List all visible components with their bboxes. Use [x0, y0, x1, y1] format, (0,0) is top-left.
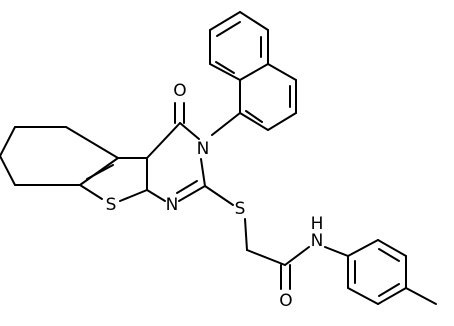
- atom-label-nitrogen: N: [197, 139, 210, 159]
- atom-label-nitrogen: N: [311, 231, 324, 251]
- bond: [65, 126, 119, 159]
- bond: [204, 185, 234, 206]
- atom-label-hydrogen: H: [311, 214, 324, 234]
- bond: [209, 63, 241, 81]
- atom-label-oxygen: O: [173, 81, 186, 101]
- bond: [0, 155, 16, 186]
- bond: [347, 239, 379, 257]
- bond: [377, 239, 407, 257]
- bond: [146, 122, 181, 159]
- bond: [324, 246, 349, 257]
- bond: [209, 11, 241, 31]
- atom-label-nitrogen: N: [166, 195, 179, 215]
- bond: [216, 21, 241, 37]
- bond-layer: [0, 11, 437, 305]
- bond: [239, 112, 269, 131]
- bond: [246, 249, 286, 266]
- atom-label-sulfur: S: [235, 199, 246, 219]
- bond: [79, 184, 103, 200]
- atom-label-layer: O N S N S O N H: [106, 81, 324, 311]
- bond: [178, 185, 206, 202]
- bond: [119, 189, 148, 202]
- bond: [211, 112, 241, 136]
- bond: [0, 126, 16, 157]
- bond: [405, 287, 437, 305]
- bond: [378, 248, 400, 262]
- bond: [200, 158, 206, 187]
- bond: [284, 246, 310, 266]
- bond: [86, 164, 114, 180]
- bond: [179, 122, 200, 140]
- bond: [176, 180, 198, 194]
- bond: [377, 287, 407, 305]
- bond: [245, 110, 263, 123]
- bond: [378, 283, 400, 297]
- bond: [215, 61, 235, 74]
- bond: [146, 189, 166, 202]
- bond: [244, 218, 248, 251]
- atom-label-sulfur: S: [106, 195, 117, 215]
- bond: [267, 112, 297, 131]
- atom-label-oxygen: O: [279, 291, 292, 311]
- bond: [239, 11, 269, 31]
- bond: [239, 63, 269, 81]
- bond: [267, 63, 297, 81]
- bond: [347, 287, 379, 305]
